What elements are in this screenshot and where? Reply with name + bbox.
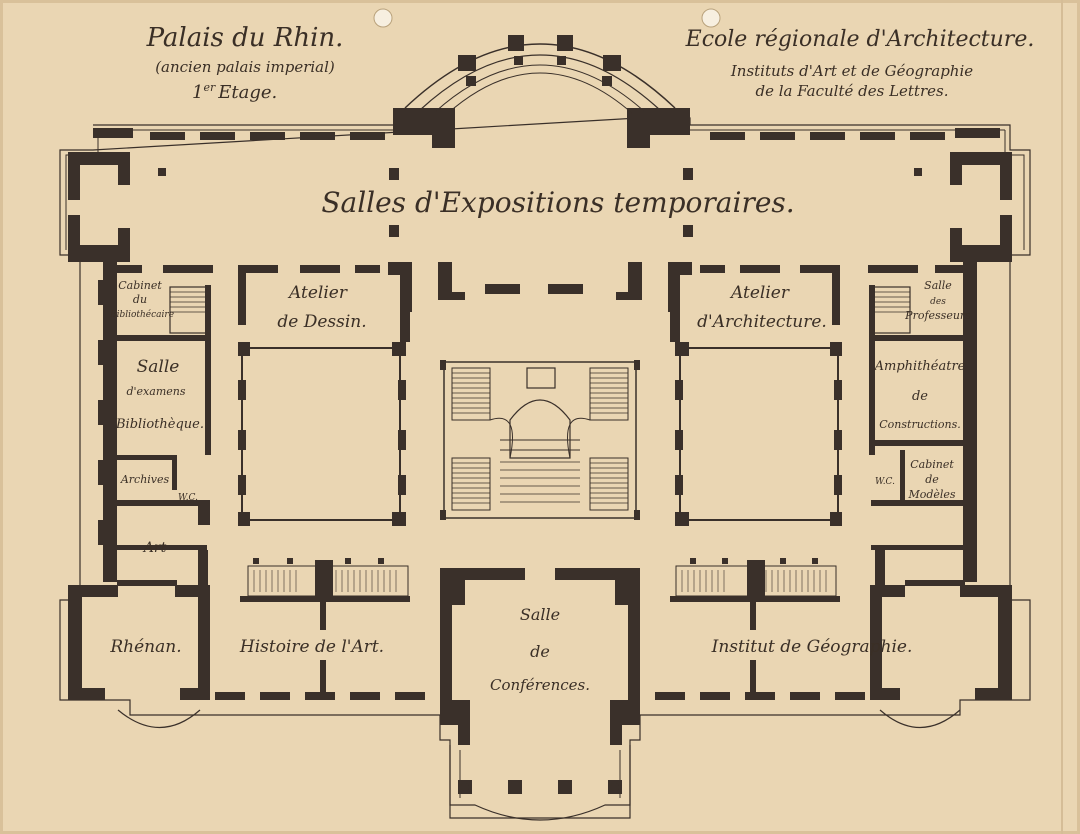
exposition-columns bbox=[158, 168, 922, 237]
left-subtitle: (ancien palais imperial) bbox=[155, 58, 335, 76]
lower-left-rooms bbox=[240, 558, 410, 695]
room-salle-professeurs-label-3: Professeurs bbox=[904, 309, 971, 322]
room-atelier-dessin-label: Atelier bbox=[287, 283, 348, 303]
room-salle-examens-label: Salle bbox=[137, 357, 180, 377]
room-atelier-archi-label: Atelier bbox=[729, 283, 790, 303]
right-wing-walls bbox=[869, 285, 965, 586]
room-art-label: Art bbox=[142, 540, 167, 556]
salle-conferences-walls bbox=[440, 568, 640, 745]
room-amphitheatre-label-2: de bbox=[912, 389, 928, 404]
room-rhenan-label: Rhénan. bbox=[109, 637, 181, 657]
room-atelier-dessin-label-2: de Dessin. bbox=[277, 312, 366, 332]
atelier-architecture-walls bbox=[670, 312, 842, 526]
room-salle-professeurs-label-2: des bbox=[930, 297, 946, 307]
outer-walls bbox=[59, 108, 1031, 819]
room-cabinet-biblio-label-3: Bibliothécaire bbox=[109, 309, 174, 320]
room-atelier-archi-label-2: d'Architecture. bbox=[697, 312, 827, 332]
floor-suffix: Etage. bbox=[217, 82, 277, 103]
left-title: Palais du Rhin. bbox=[146, 23, 344, 53]
room-cabinet-modeles-label-3: Modèles bbox=[907, 488, 955, 501]
room-salle-examens-label-2: d'examens bbox=[126, 385, 185, 398]
right-title: Ecole régionale d'Architecture. bbox=[685, 27, 1035, 52]
right-small-stairs bbox=[873, 286, 911, 334]
left-wing-walls bbox=[117, 285, 211, 586]
atelier-dessin-walls bbox=[238, 312, 410, 526]
floor-superscript: er bbox=[203, 81, 216, 94]
room-amphitheatre-label-3: Constructions. bbox=[879, 418, 960, 431]
room-salle-conferences-label-2: de bbox=[530, 642, 550, 661]
room-institut-geo-label: Institut de Géographie. bbox=[711, 637, 913, 657]
room-salle-conferences-label-3: Conférences. bbox=[490, 676, 590, 694]
grand-staircase bbox=[440, 360, 640, 520]
left-small-stairs bbox=[169, 286, 207, 334]
punch-hole-left bbox=[373, 8, 393, 28]
room-archives-label: Archives bbox=[120, 473, 170, 486]
room-cabinet-modeles-label: Cabinet bbox=[910, 458, 954, 471]
room-amphitheatre-label: Amphithéatre bbox=[874, 359, 966, 374]
room-salle-professeurs-label: Salle bbox=[924, 279, 952, 292]
corridor-wall bbox=[117, 262, 965, 325]
room-cabinet-biblio-label-2: du bbox=[133, 293, 147, 306]
room-salle-conferences-label: Salle bbox=[520, 605, 560, 624]
room-wc-left-label: W.C. bbox=[178, 493, 198, 503]
room-expositions-label: Salles d'Expositions temporaires. bbox=[321, 186, 794, 219]
room-cabinet-biblio-label: Cabinet bbox=[118, 279, 162, 292]
room-bibliotheque-label: Bibliothèque. bbox=[115, 417, 204, 432]
room-cabinet-modeles-label-2: de bbox=[925, 473, 939, 486]
rotunda bbox=[404, 35, 676, 115]
punch-hole-right bbox=[701, 8, 721, 28]
bottom-portico bbox=[449, 745, 631, 821]
floor-number: 1 bbox=[192, 82, 203, 103]
room-histoire-art-label: Histoire de l'Art. bbox=[239, 637, 384, 657]
lower-right-rooms bbox=[670, 558, 840, 695]
right-subtitle-line2: de la Faculté des Lettres. bbox=[756, 82, 949, 100]
right-subtitle-line1: Instituts d'Art et de Géographie bbox=[730, 62, 973, 80]
room-wc-right-label: W.C. bbox=[875, 477, 895, 487]
